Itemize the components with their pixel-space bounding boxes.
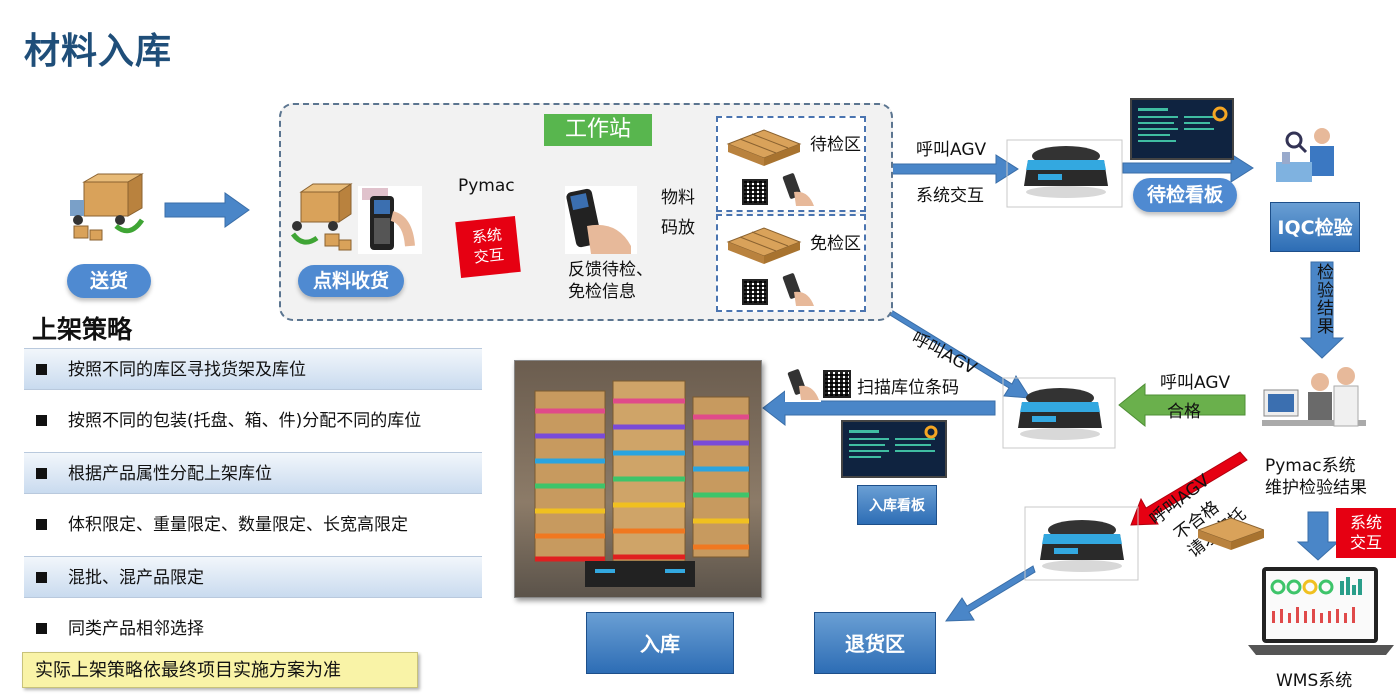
scanner-small-icon (785, 368, 821, 402)
inbound-board-label: 入库看板 (857, 485, 937, 525)
inspection-result-label: 检验结果 (1313, 263, 1333, 335)
receiving-truck-icon (290, 183, 353, 251)
pallet-icon (726, 129, 802, 166)
arrow-iqc-down (1299, 261, 1345, 359)
pymac-label: Pymac (458, 176, 515, 196)
wms-label: WMS系统 (1276, 671, 1353, 691)
bullet-icon (36, 623, 47, 634)
bullet-icon (36, 572, 47, 583)
page-title: 材料入库 (24, 31, 173, 72)
inbound-box: 入库 (586, 612, 734, 674)
exempt-zone-label: 免检区 (810, 234, 861, 254)
pass-label: 合格 (1167, 402, 1201, 422)
delivery-truck-icon (70, 173, 145, 241)
strategy-title: 上架策略 (32, 315, 133, 344)
warehouse-shelves-image (514, 360, 762, 598)
feedback-label: 反馈待检、 免检信息 (568, 260, 653, 302)
arrow-agv-to-iqc (1122, 153, 1254, 183)
agv-bottom-frame (1024, 506, 1139, 581)
call-agv-top-label: 呼叫AGV (916, 140, 987, 160)
qr-code-icon (742, 179, 768, 205)
pallet-icon (1198, 517, 1264, 550)
system-interaction-top-label: 系统交互 (916, 186, 984, 206)
pymac-maintain-label: Pymac系统 维护检验结果 (1265, 456, 1367, 498)
strategy-note: 实际上架策略依最终项目实施方案为准 (22, 652, 418, 688)
scan-location-label: 扫描库位条码 (857, 378, 959, 398)
system-interaction-right-tag: 系统 交互 (1336, 508, 1396, 558)
call-agv-mid-label: 呼叫AGV (1160, 373, 1231, 393)
qr-code-icon (742, 279, 768, 305)
office-workers-icon (1262, 367, 1366, 427)
strategy-item: 混批、混产品限定 (24, 556, 482, 598)
strategy-item: 根据产品属性分配上架库位 (24, 452, 482, 494)
agv-robot-icon (1024, 146, 1108, 198)
scanner-small-icon (782, 273, 814, 306)
strategy-item: 同类产品相邻选择 (24, 608, 482, 650)
arrow-to-wms (1296, 511, 1340, 561)
agv-robot-icon (1018, 388, 1102, 440)
bullet-icon (36, 364, 47, 375)
inbound-dashboard-screen (841, 420, 947, 478)
check-receive-label: 点料收货 (298, 265, 404, 297)
workstation-label: 工作站 (544, 114, 652, 146)
bullet-icon (36, 468, 47, 479)
bullet-icon (36, 415, 47, 426)
material-place-label: 物料 码放 (661, 188, 695, 238)
strategy-item: 按照不同的包装(托盘、箱、件)分配不同的库位 (24, 400, 482, 442)
strategy-item: 按照不同的库区寻找货架及库位 (24, 348, 482, 390)
iqc-box: IQC检验 (1270, 202, 1360, 252)
return-area-box: 退货区 (814, 612, 936, 674)
arrow-delivery-to-station (164, 192, 250, 228)
pending-dashboard-screen (1130, 98, 1234, 160)
system-interaction-tag: 系统 交互 (455, 216, 521, 278)
handheld-scanner-icon (358, 186, 422, 254)
pallet-icon (726, 227, 802, 264)
pending-zone-label: 待检区 (810, 135, 861, 155)
arrow-fail (1130, 451, 1248, 526)
agv-mid-frame (1002, 377, 1116, 449)
strategy-item: 体积限定、重量限定、数量限定、长宽高限定 (24, 504, 482, 546)
bullet-icon (36, 519, 47, 530)
arrow-to-return (945, 565, 1036, 622)
arrow-pass (1118, 382, 1246, 428)
wms-laptop-icon (1248, 567, 1394, 655)
delivery-label: 送货 (67, 264, 151, 298)
pda-hand-icon (565, 186, 637, 254)
agv-robot-icon (1040, 520, 1124, 572)
inspector-icon (1276, 128, 1334, 182)
scanner-small-icon (782, 173, 814, 206)
pending-board-label: 待检看板 (1133, 178, 1237, 212)
qr-code-icon (823, 370, 851, 398)
agv-top-frame (1006, 139, 1123, 208)
